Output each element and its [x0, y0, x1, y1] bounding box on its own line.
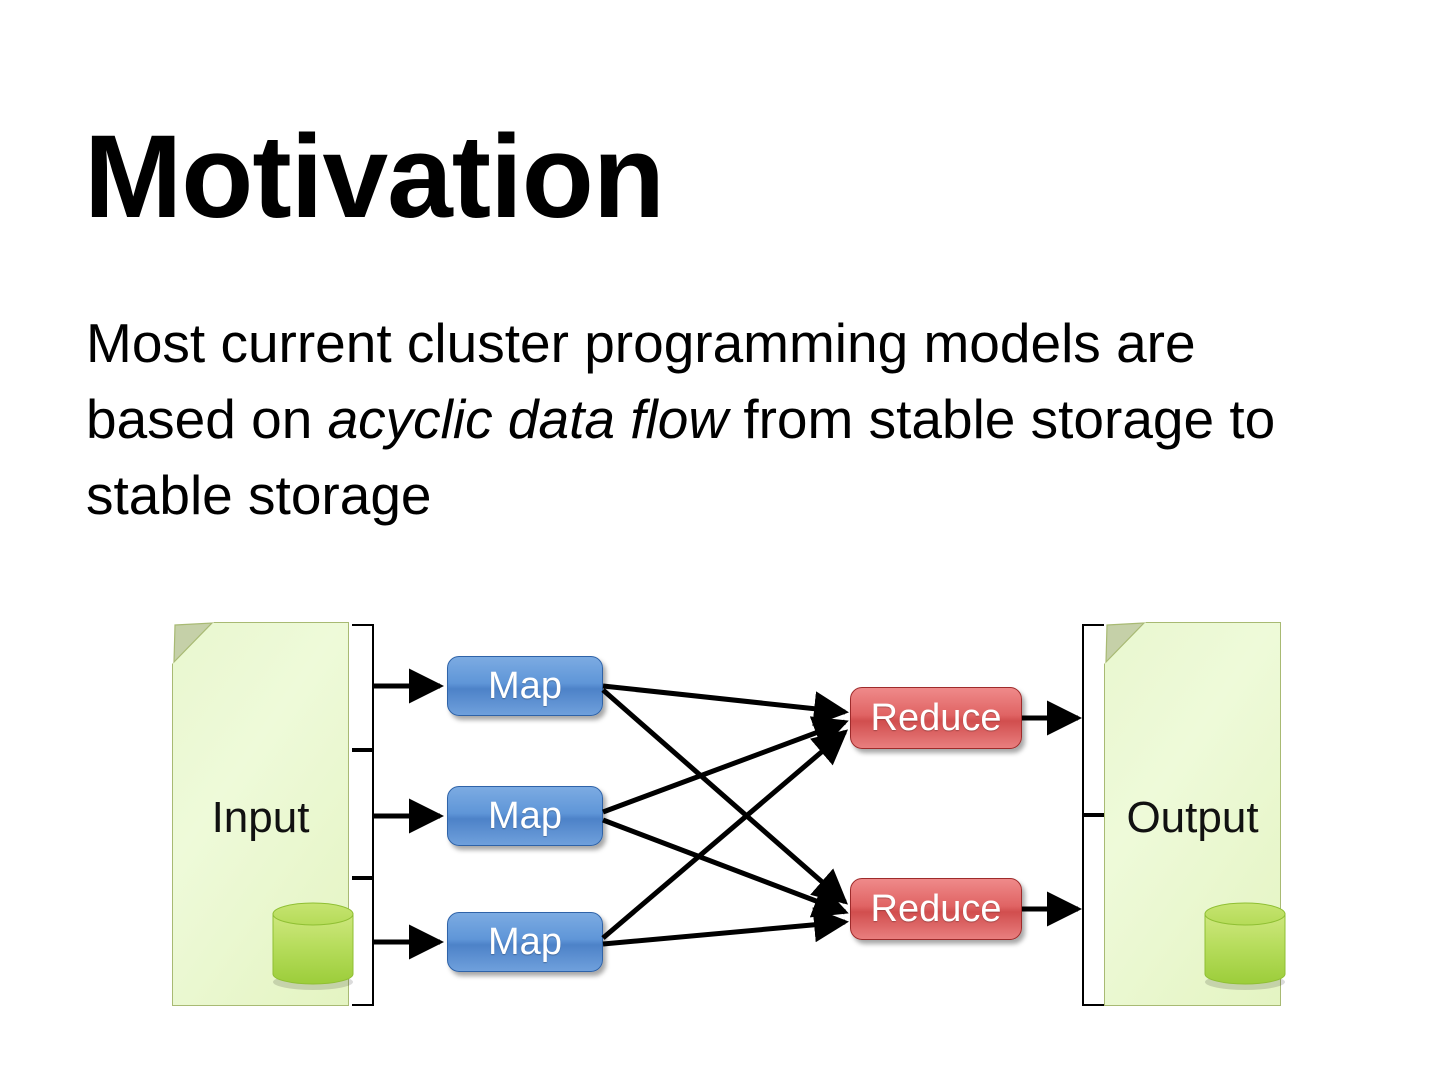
page-fold-corner-icon [172, 622, 214, 664]
output-merge-bracket-1 [1082, 624, 1104, 815]
edge-map-3-to-reduce-2 [602, 907, 849, 947]
edge-map-1-to-reduce-2 [601, 688, 849, 905]
map-node-3[interactable]: Map [447, 912, 603, 972]
reduce-node-1[interactable]: Reduce [850, 687, 1022, 749]
reduce-node-2-label: Reduce [870, 887, 1002, 930]
map-node-1[interactable]: Map [447, 656, 603, 716]
input-split-bracket-3 [352, 878, 374, 1006]
slide-body-text: Most current cluster programming models … [86, 306, 1316, 534]
body-text-part-1: Most current cluster programming models … [86, 312, 1196, 450]
body-text-emphasis: acyclic data flow [327, 387, 729, 450]
input-store-label: Input [211, 793, 310, 842]
edge-map-2-to-reduce-2 [602, 817, 849, 918]
reduce-node-2[interactable]: Reduce [850, 878, 1022, 940]
page-title: Motivation [84, 111, 665, 243]
map-node-3-label: Map [488, 920, 562, 963]
input-split-bracket-1 [352, 624, 374, 750]
edge-map-3-to-reduce-1 [601, 729, 849, 940]
map-node-2-label: Map [488, 794, 562, 837]
map-node-2[interactable]: Map [447, 786, 603, 846]
input-document-shape: Input [172, 622, 354, 1008]
edge-map-1-to-reduce-1 [602, 683, 849, 727]
reduce-node-1-label: Reduce [870, 696, 1002, 739]
input-split-bracket-2 [352, 750, 374, 878]
body-text-part-2: from stable storage to stable storage [86, 387, 1276, 526]
output-store-label: Output [1126, 793, 1259, 842]
database-cylinder-icon [1204, 902, 1286, 990]
page-fold-corner-icon [1104, 622, 1146, 664]
output-merge-bracket-2 [1082, 815, 1104, 1006]
database-cylinder-icon [272, 902, 354, 990]
output-document-shape: Output [1104, 622, 1286, 1008]
map-node-1-label: Map [488, 664, 562, 707]
edge-map-2-to-reduce-1 [602, 716, 849, 815]
